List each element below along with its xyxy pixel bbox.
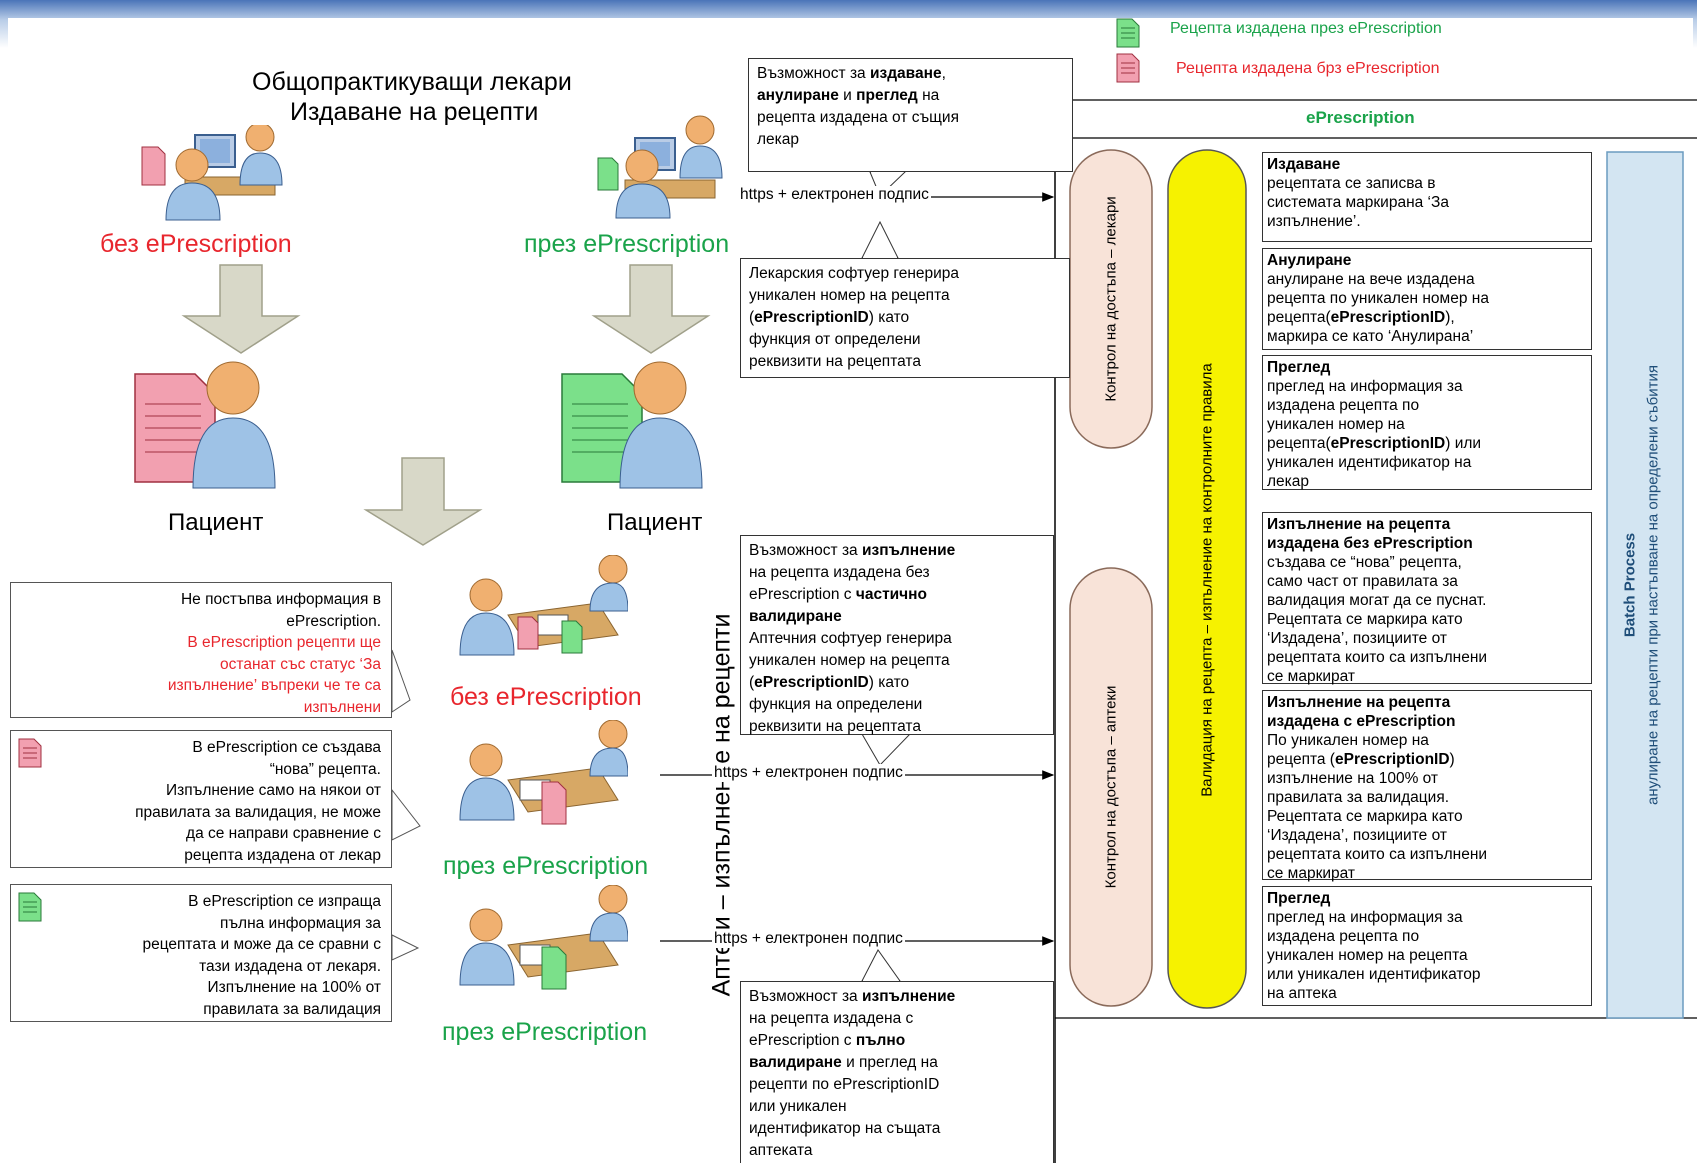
doctor-workstation-without-icon — [141, 125, 283, 221]
red-doc-icon — [18, 738, 42, 768]
connector-label-pharm-2: https + електронен подпис — [712, 930, 905, 948]
legend-green-label: Рецепта издадена през ePrescription — [1170, 20, 1442, 37]
note-full-information: В ePrescription се изпраща пълна информа… — [10, 884, 392, 1022]
callout-full-validation: Възможност за изпълнение на рецепта изда… — [740, 981, 1054, 1163]
note-new-prescription: В ePrescription се създава “нова” рецепт… — [10, 730, 392, 868]
pharm-with-label-1: през ePrescription — [443, 852, 649, 880]
patient-green-icon — [561, 361, 703, 489]
pharm-without-label: без ePrescription — [450, 683, 642, 711]
legend-red-label: Рецепта издадена брз ePrescription — [1176, 60, 1440, 77]
patient-right-label: Пациент — [607, 509, 703, 536]
note-without-eprescription: Не постъпва информация в ePrescription. … — [10, 582, 392, 718]
access-control-doctors: Контрол на достъпа – лекари — [1102, 196, 1120, 402]
connector-label-pharm-1: https + електронен подпис — [712, 764, 905, 782]
patient-left-label: Пациент — [168, 509, 264, 536]
doctors-title-line2: Издаване на рецепти — [290, 98, 539, 126]
batch-process-subtitle: анулиране на рецепти при настъпване на о… — [1644, 365, 1662, 805]
doctors-without-label: без ePrescription — [100, 230, 292, 258]
callout-partial-validation: Възможност за изпълнение на рецепта изда… — [740, 535, 1054, 735]
connector-label-doctors: https + електронен подпис — [738, 186, 931, 204]
pharmacy-with-icon-1 — [459, 720, 628, 825]
green-doc-icon — [18, 892, 42, 922]
doctor-workstation-with-icon — [597, 115, 723, 219]
pharmacy-with-icon-2 — [459, 885, 628, 990]
red-doc-icon — [1116, 53, 1140, 83]
doctors-with-label: през ePrescription — [524, 230, 730, 258]
pharmacy-without-icon — [459, 555, 628, 656]
callout-doctor-actions: Възможност за издаване, анулиране и прег… — [748, 58, 1073, 172]
access-control-pharmacies: Контрол на достъпа – аптеки — [1102, 685, 1120, 889]
validation-label: Валидация на рецепта – изпълнение на кон… — [1198, 363, 1216, 797]
pharm-with-label-2: през ePrescription — [442, 1018, 648, 1046]
green-doc-icon — [1116, 18, 1140, 48]
batch-process-title: Batch Process — [1621, 532, 1639, 638]
eprescription-header: ePrescription — [1306, 108, 1415, 127]
callout-doctor-software: Лекарския софтуер генерира уникален номе… — [740, 258, 1070, 378]
patient-red-icon — [134, 361, 276, 489]
doctors-title-line1: Общопрактикуващи лекари — [252, 68, 572, 96]
